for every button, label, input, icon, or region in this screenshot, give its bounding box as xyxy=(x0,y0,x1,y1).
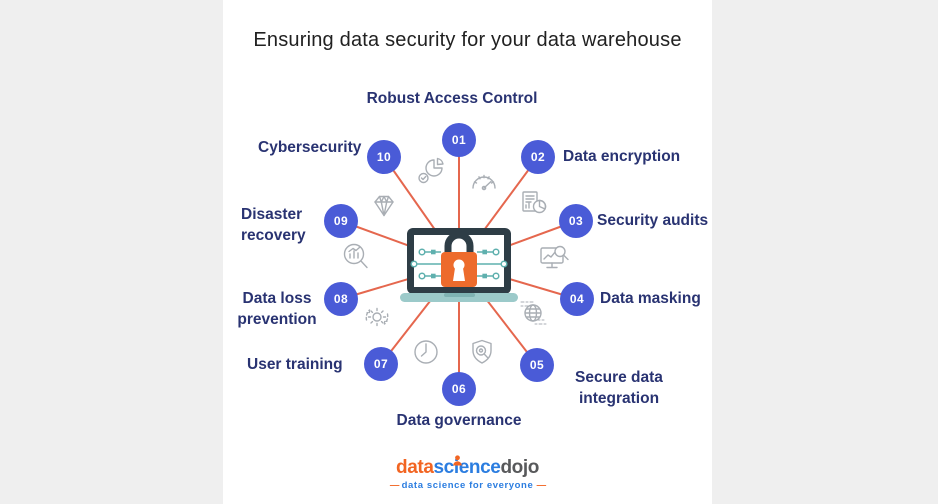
step-node-08: 08 xyxy=(324,282,358,316)
step-label-data-masking: Data masking xyxy=(600,290,701,307)
binary-globe-icon xyxy=(515,294,551,330)
step-label-security-audits: Security audits xyxy=(597,212,709,229)
step-label-robust-access-control: Robust Access Control xyxy=(366,90,538,107)
tagline-right-dash: — xyxy=(536,480,546,491)
speedometer-icon xyxy=(465,163,501,199)
logo-tagline: — data science for everyone — xyxy=(223,480,712,491)
step-node-02: 02 xyxy=(521,140,555,174)
step-label-cybersecurity: Cybersecurity xyxy=(258,139,362,156)
step-label-data-encryption: Data encryption xyxy=(563,148,681,165)
step-node-10: 10 xyxy=(367,140,401,174)
monitor-magnifier-icon xyxy=(535,240,571,276)
tagline-left-dash: — xyxy=(389,480,399,491)
step-node-07: 07 xyxy=(364,347,398,381)
magnifier-chart-icon xyxy=(338,240,374,276)
step-node-09: 09 xyxy=(324,204,358,238)
step-label-data-governance: Data governance xyxy=(396,412,522,429)
step-label-data-loss-prevention: Data loss prevention xyxy=(237,290,317,328)
step-label-user-training: User training xyxy=(247,356,343,373)
logo-wordmark: datasciencedojo xyxy=(223,457,712,479)
step-label-secure-data-integration: Secure data integration xyxy=(575,369,663,407)
pie-chart-report-icon xyxy=(413,153,449,189)
step-node-01: 01 xyxy=(442,123,476,157)
document-chart-icon xyxy=(515,186,551,222)
step-node-06: 06 xyxy=(442,372,476,406)
diamond-icon xyxy=(366,188,402,224)
page-title: Ensuring data security for your data war… xyxy=(253,29,682,51)
logo-part-science: science xyxy=(433,457,501,478)
gear-sync-icon xyxy=(359,299,395,335)
clock-icon xyxy=(408,334,444,370)
step-node-03: 03 xyxy=(559,204,593,238)
logo-part-data: data xyxy=(396,457,434,478)
step-node-04: 04 xyxy=(560,282,594,316)
footer-logo: datasciencedojo — data science for every… xyxy=(223,457,712,491)
shield-magnifier-icon xyxy=(464,334,500,370)
tagline-text: data science for everyone xyxy=(401,480,534,491)
step-node-05: 05 xyxy=(520,348,554,382)
step-label-disaster-recovery: Disaster recovery xyxy=(241,206,306,244)
logo-part-dojo: dojo xyxy=(500,457,539,478)
